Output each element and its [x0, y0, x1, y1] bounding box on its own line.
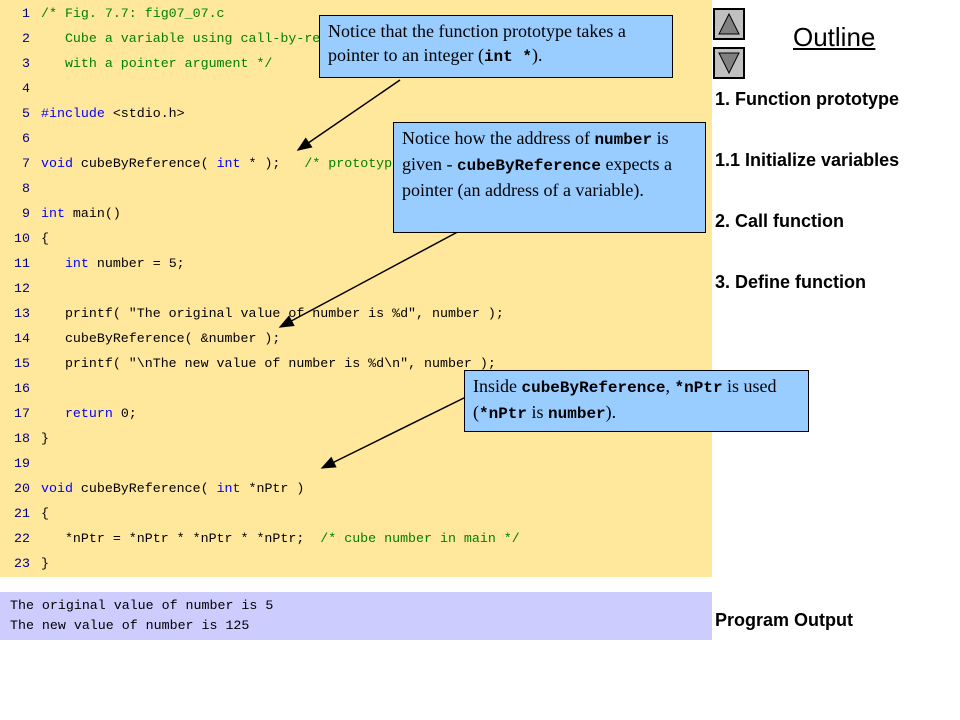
code-text: void cubeByReference( int *nPtr )	[41, 481, 305, 496]
outline-item-program-output[interactable]: Program Output	[715, 610, 853, 630]
line-number: 18	[14, 431, 30, 446]
line-number: 2	[22, 31, 30, 46]
line-number: 15	[14, 356, 30, 371]
line-number: 17	[14, 406, 30, 421]
line-number: 8	[22, 181, 30, 196]
arrow-to-address	[278, 227, 466, 328]
arrow-to-prototype	[296, 79, 401, 151]
line-number: 11	[14, 256, 30, 271]
triangle-down-icon	[718, 52, 740, 75]
program-output-panel: The original value of number is 5 The ne…	[0, 592, 712, 640]
callout-address-text: Notice how the address of number is give…	[402, 128, 672, 200]
callout-nptr-text: Inside cubeByReference, *nPtr is used (*…	[473, 376, 777, 423]
outline-item-define-function[interactable]: 3. Define function	[715, 272, 867, 292]
previous-slide-button[interactable]	[713, 8, 745, 40]
code-text: printf( "The original value of number is…	[41, 306, 504, 321]
code-text: with a pointer argument */	[41, 56, 273, 71]
line-number: 1	[22, 6, 30, 21]
line-number: 19	[14, 456, 30, 471]
output-line: The new value of number is 125	[10, 618, 250, 633]
triangle-up-icon	[718, 12, 740, 35]
code-text: {	[41, 231, 49, 246]
line-number: 20	[14, 481, 30, 496]
code-text: *nPtr = *nPtr * *nPtr * *nPtr; /* cube n…	[41, 531, 520, 546]
line-number: 6	[22, 131, 30, 146]
line-number: 4	[22, 81, 30, 96]
callout-prototype-text: Notice that the function prototype takes…	[328, 21, 626, 66]
code-text: #include <stdio.h>	[41, 106, 185, 121]
line-number: 12	[14, 281, 30, 296]
line-number: 14	[14, 331, 30, 346]
code-text: /* Fig. 7.7: fig07_07.c	[41, 6, 225, 21]
code-text: }	[41, 431, 49, 446]
code-text: int main()	[41, 206, 121, 221]
outline-item-initialize-variables[interactable]: 1.1 Initialize variables	[715, 150, 900, 170]
line-number: 13	[14, 306, 30, 321]
line-number: 21	[14, 506, 30, 521]
callout-nptr: Inside cubeByReference, *nPtr is used (*…	[464, 370, 809, 432]
line-number: 16	[14, 381, 30, 396]
output-line: The original value of number is 5	[10, 598, 274, 613]
next-slide-button[interactable]	[713, 47, 745, 79]
line-number: 23	[14, 556, 30, 571]
code-text: cubeByReference( &number );	[41, 331, 281, 346]
callout-address: Notice how the address of number is give…	[393, 122, 706, 233]
arrow-to-nptr	[320, 394, 471, 469]
code-text: {	[41, 506, 49, 521]
outline-title[interactable]: Outline	[793, 22, 876, 52]
line-number: 22	[14, 531, 30, 546]
code-text: }	[41, 556, 49, 571]
line-number: 10	[14, 231, 30, 246]
line-number: 5	[22, 106, 30, 121]
outline-item-call-function[interactable]: 2. Call function	[715, 211, 845, 231]
line-number: 3	[22, 56, 30, 71]
line-number: 7	[22, 156, 30, 171]
line-number: 9	[22, 206, 30, 221]
callout-prototype: Notice that the function prototype takes…	[319, 15, 673, 78]
code-text: int number = 5;	[64, 256, 185, 271]
outline-item-function-prototype[interactable]: 1. Function prototype	[715, 89, 899, 109]
code-text: printf( "\nThe new value of number is %d…	[41, 356, 496, 371]
code-text: return 0;	[64, 406, 137, 421]
